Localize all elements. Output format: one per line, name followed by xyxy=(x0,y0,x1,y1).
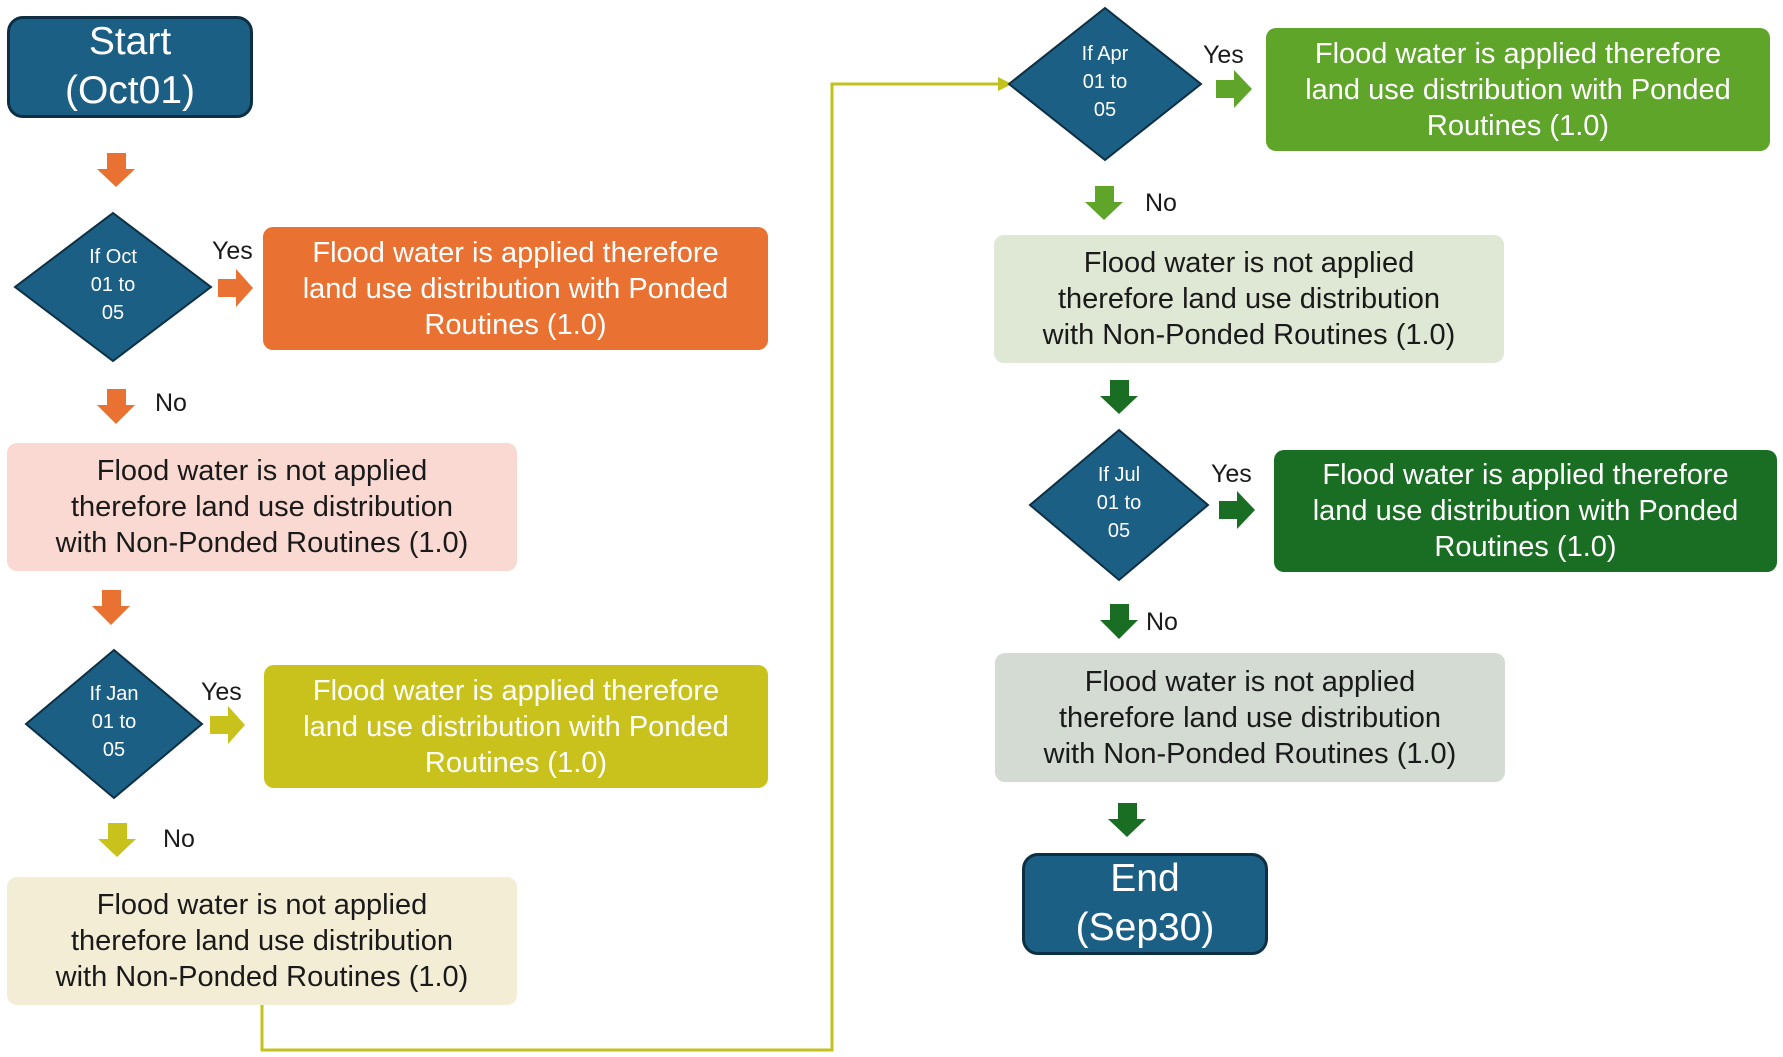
down-arrow-apr-no xyxy=(1085,186,1123,220)
down-arrow-jul-no xyxy=(1100,604,1138,639)
connector-jan-to-apr xyxy=(260,82,1000,1052)
yes-box-apr: Flood water is applied therefore land us… xyxy=(1266,28,1770,151)
no-label-jul: No xyxy=(1146,608,1178,636)
no-box-oct: Flood water is not applied therefore lan… xyxy=(7,443,517,571)
yes-box-jul: Flood water is applied therefore land us… xyxy=(1274,450,1777,572)
no-label-apr: No xyxy=(1145,189,1177,217)
yes-label-jan: Yes xyxy=(201,678,242,706)
start-line1: Start xyxy=(88,20,172,64)
no-box-jan: Flood water is not applied therefore lan… xyxy=(7,877,517,1005)
down-arrow-jan-no xyxy=(98,823,136,857)
end-line1: End xyxy=(1110,857,1180,901)
down-arrow-oct-no xyxy=(97,389,135,424)
connector-arrowhead xyxy=(998,77,1012,91)
yes-arrow-apr xyxy=(1216,70,1252,108)
down-arrow-jul-nobox xyxy=(1108,803,1146,837)
end-line2: (Sep30) xyxy=(1075,906,1215,949)
start-line2: (Oct01) xyxy=(64,69,196,112)
decision-diamond-jul xyxy=(1028,428,1210,582)
decision-diamond-jan xyxy=(24,648,204,800)
yes-box-jan: Flood water is applied therefore land us… xyxy=(264,665,768,788)
yes-arrow-jan xyxy=(210,706,245,744)
yes-box-oct: Flood water is applied therefore land us… xyxy=(263,227,768,350)
decision-diamond-oct xyxy=(13,211,213,363)
yes-label-apr: Yes xyxy=(1203,41,1244,69)
end-terminal: End (Sep30) xyxy=(1022,853,1268,955)
yes-arrow-jul xyxy=(1219,491,1255,529)
no-box-apr: Flood water is not applied therefore lan… xyxy=(994,235,1504,363)
decision-label-jan: If Jan 01 to 05 xyxy=(89,683,139,761)
no-label-jan: No xyxy=(163,825,195,853)
down-arrow-apr-nobox xyxy=(1100,380,1138,414)
no-box-jul: Flood water is not applied therefore lan… xyxy=(995,653,1505,782)
no-label-oct: No xyxy=(155,389,187,417)
start-terminal: Start (Oct01) xyxy=(7,16,253,118)
decision-label-oct: If Oct 01 to 05 xyxy=(89,246,137,324)
yes-label-jul: Yes xyxy=(1211,460,1252,488)
yes-label-oct: Yes xyxy=(212,237,253,265)
decision-diamond-apr xyxy=(1007,6,1203,162)
decision-label-apr: If Apr 01 to 05 xyxy=(1081,43,1129,121)
decision-label-jul: If Jul 01 to 05 xyxy=(1096,464,1142,542)
down-arrow-oct-nobox xyxy=(92,590,130,625)
yes-arrow-oct xyxy=(218,269,253,307)
down-arrow-start xyxy=(97,153,135,187)
